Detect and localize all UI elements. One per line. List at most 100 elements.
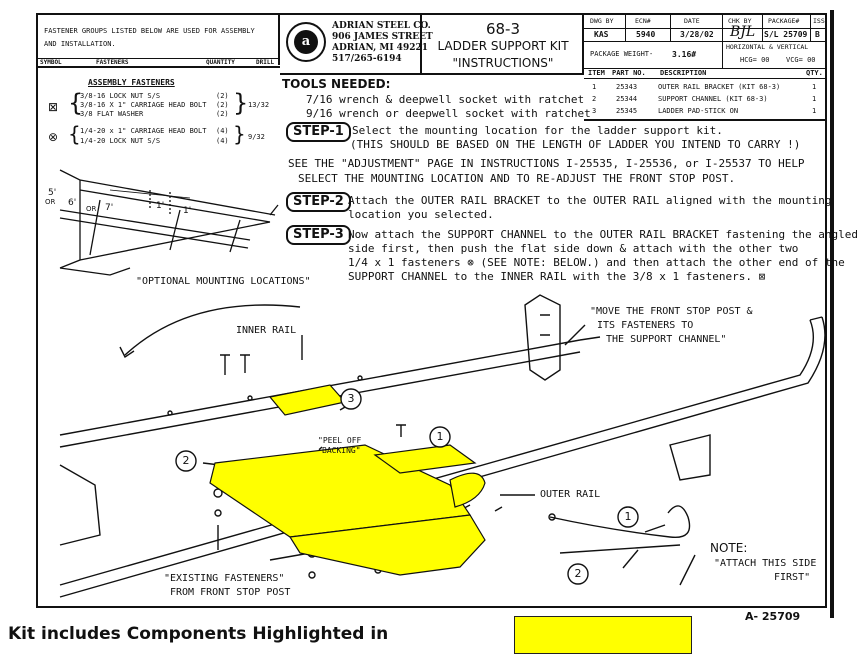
step1-text1: Select the mounting location for the lad… (352, 124, 723, 137)
parts-col-item: ITEM (588, 69, 605, 77)
front-stop-post (524, 294, 561, 381)
move-note-3: THE SUPPORT CHANNEL" (606, 334, 727, 345)
kit-title: LADDER SUPPORT KIT (437, 39, 569, 53)
callout-circle-2 (175, 450, 197, 472)
fastener-note-box (36, 13, 280, 65)
step2-text2: location you selected. (348, 208, 494, 221)
move-note-1: "MOVE THE FRONT STOP POST & (590, 306, 753, 317)
kit-number: 68-3 (485, 20, 521, 38)
company-city: ADRIAN, MI 49221 (332, 43, 428, 53)
fastener-note-line2: AND INSTALLATION. (44, 40, 116, 48)
parts-col-part: PART NO. (612, 69, 646, 77)
dwg-by-value: KAS (594, 30, 609, 39)
support-channel-lower (288, 514, 486, 576)
square-x-icon: ⊠ (48, 100, 59, 114)
outer-rail-bracket-hook (449, 472, 486, 508)
hcg-value: HCG= 00 (740, 56, 770, 64)
fastener-note-line1: FASTENER GROUPS LISTED BELOW ARE USED FO… (44, 27, 255, 35)
step2-text1: Attach the OUTER RAIL BRACKET to the OUT… (348, 194, 832, 207)
exploded-assembly-diagram (59, 294, 826, 598)
ladder-rack-overview-diagram (59, 169, 279, 276)
step1-label: STEP-1 (286, 122, 351, 142)
adjust-text1: SEE THE "ADJUSTMENT" PAGE IN INSTRUCTION… (288, 157, 805, 170)
parts-col-qty: QTY. (806, 69, 823, 77)
company-logo: a (286, 22, 326, 62)
callout-2: 2 (182, 454, 190, 467)
callout-1: 1 (436, 430, 444, 443)
weight-label: PACKAGE WEIGHT- (590, 50, 654, 58)
existing-fasteners-label-2: FROM FRONT STOP POST (170, 587, 291, 598)
move-note-2: ITS FASTENERS TO (597, 320, 694, 331)
package-label: PACKAGE# (768, 17, 800, 25)
col-drill: DRILL (256, 59, 275, 66)
tools-heading: TOOLS NEEDED: (282, 77, 391, 91)
peel-off-label-2: BACKING" (322, 446, 361, 455)
parts-col-desc: DESCRIPTION (660, 69, 707, 77)
doc-number: A- 25709 (745, 610, 801, 623)
company-street: 906 JAMES STREET (332, 32, 433, 42)
col-symbol: SYMBOL (40, 59, 62, 66)
ladder-pad (268, 384, 347, 416)
title-block (422, 13, 584, 75)
circle-x-icon: ⊗ (48, 130, 59, 144)
company-phone: 517/265-6194 (332, 54, 402, 64)
callout-circle-1b (617, 506, 639, 528)
iss-label: ISS (813, 17, 825, 25)
group1-drill: 13/32 (248, 101, 270, 109)
step1-text2: (THIS SHOULD BE BASED ON THE LENGTH OF L… (350, 138, 801, 151)
existing-fasteners-label-1: "EXISTING FASTENERS" (164, 573, 285, 584)
callout-circle-2b (567, 563, 589, 585)
sheet-right-edge (830, 10, 834, 618)
iss-value: B (815, 30, 820, 39)
company-name: ADRIAN STEEL CO. (332, 21, 431, 31)
attach-note-1: "ATTACH THIS SIDE (714, 558, 817, 569)
dwg-by-label: DWG BY (590, 17, 614, 25)
callout-circle-1 (429, 426, 451, 448)
dim-or-2: OR (86, 205, 97, 213)
adjust-text2: SELECT THE MOUNTING LOCATION AND TO RE-A… (298, 172, 736, 185)
company-block (280, 13, 422, 75)
group2-drill: 9/32 (248, 133, 265, 141)
group2-qty: (4) (4) (216, 127, 229, 145)
inner-rail-label: INNER RAIL (236, 325, 297, 336)
dim-or-1: OR (45, 198, 56, 206)
callout-circle-3 (340, 388, 362, 410)
ecn-label: ECN# (635, 17, 651, 25)
group2-list: 1/4-20 x 1" CARRIAGE HEAD BOLT 1/4-20 LO… (80, 127, 207, 145)
drawing-sheet (36, 13, 827, 608)
dim-1ft-a: 1' (156, 201, 165, 211)
step3-text2: side first, then push the flat side down… (348, 242, 799, 255)
callout-2b: 2 (574, 567, 582, 580)
group1-list: 3/8-16 LOCK NUT S/S 3/8-16 X 1" CARRIAGE… (80, 92, 207, 118)
highlight-caption: Kit includes Components Highlighted in (8, 624, 389, 644)
group1-qty: (2) (2) (2) (216, 92, 229, 118)
kit-subtitle: "INSTRUCTIONS" (452, 56, 554, 70)
callout-3: 3 (347, 392, 355, 405)
note-label: NOTE: (710, 541, 748, 555)
parts-list (584, 69, 827, 121)
checker-signature: BJL (730, 24, 756, 40)
step3-text4: SUPPORT CHANNEL to the INNER RAIL with t… (348, 270, 766, 283)
step3-text1: Now attach the SUPPORT CHANNEL to the OU… (348, 228, 858, 241)
assembly-fasteners-heading: ASSEMBLY FASTENERS (88, 78, 175, 87)
outer-rail-label: OUTER RAIL (540, 489, 601, 500)
weight-value: 3.16# (672, 50, 697, 59)
tools-line2: 9/16 wrench or deepwell socket with ratc… (306, 107, 591, 120)
drawing-info-block (584, 13, 827, 69)
mounting-arrow (124, 304, 301, 356)
callout-1b: 1 (624, 510, 632, 523)
dim-7ft: 7' (105, 203, 114, 213)
col-quantity: QUANTITY (206, 59, 235, 66)
ecn-value: 5940 (636, 30, 656, 39)
attach-note-2: FIRST" (774, 572, 811, 583)
package-value: S/L 25709 (764, 30, 808, 39)
outer-rail-bracket (373, 444, 477, 474)
dim-5ft: 5' (48, 188, 57, 198)
chk-by-label: CHK BY (728, 17, 752, 25)
dim-1ft-b: 1' (183, 206, 192, 216)
peel-off-label-1: "PEEL OFF (318, 436, 362, 445)
dim-6ft: 6' (68, 198, 77, 208)
col-fasteners: FASTENERS (96, 59, 129, 66)
vcg-value: VCG= 00 (786, 56, 816, 64)
step2-label: STEP-2 (286, 192, 351, 212)
